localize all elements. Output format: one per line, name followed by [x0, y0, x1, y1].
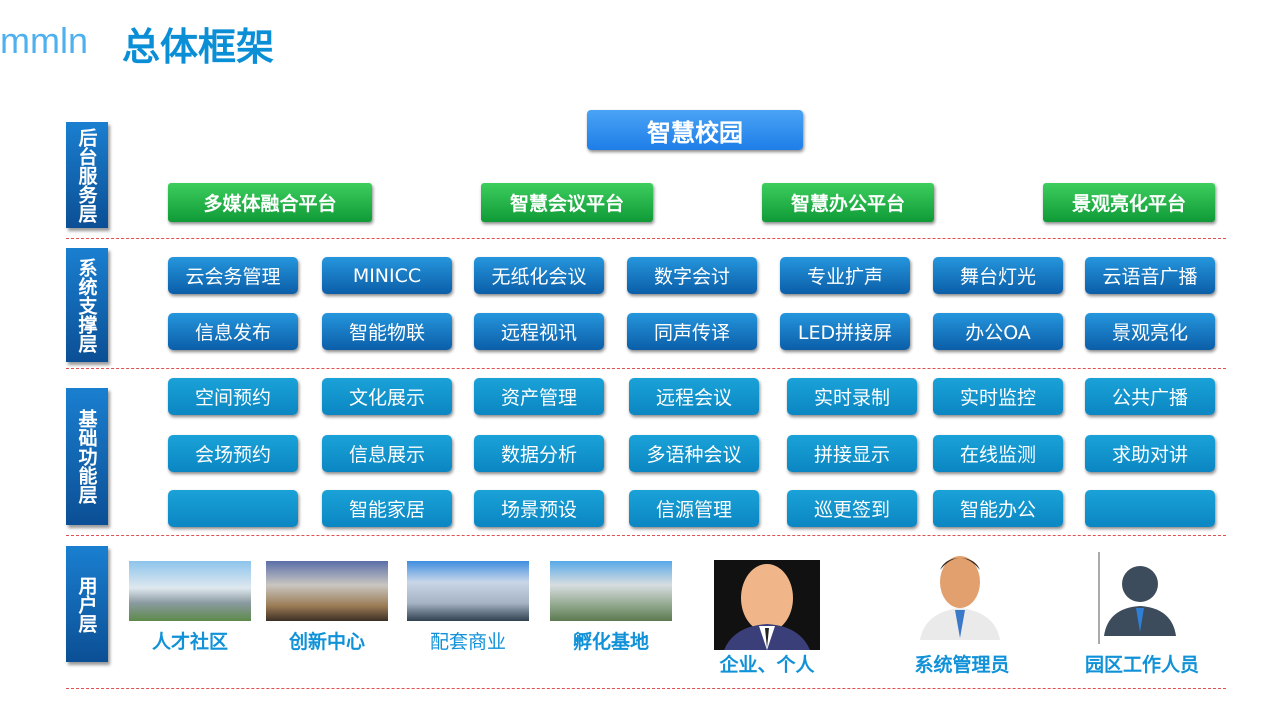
function-module-button[interactable] — [1085, 490, 1215, 527]
function-module-button[interactable]: 智能家居 — [322, 490, 452, 527]
function-module-button[interactable] — [168, 490, 298, 527]
layer-label-user: 用户层 — [66, 546, 108, 662]
person-caption: 企业、个人 — [719, 654, 815, 676]
function-module-button[interactable]: 实时监控 — [933, 378, 1063, 415]
function-module-button[interactable]: 巡更签到 — [787, 490, 917, 527]
platform-multimedia[interactable]: 多媒体融合平台 — [168, 183, 372, 222]
system-module-button[interactable]: 办公OA — [933, 313, 1063, 350]
function-module-button[interactable]: 公共广播 — [1085, 378, 1215, 415]
system-module-button[interactable]: 舞台灯光 — [933, 257, 1063, 294]
smart-campus-label: 智慧校园 — [587, 110, 803, 150]
function-module-button[interactable]: 数据分析 — [474, 435, 604, 472]
place-caption: 孵化基地 — [572, 631, 649, 653]
function-module-button[interactable]: 智能办公 — [933, 490, 1063, 527]
place-caption: 人才社区 — [151, 631, 228, 653]
function-module-button[interactable]: 信源管理 — [629, 490, 759, 527]
system-module-button[interactable]: 同声传译 — [627, 313, 757, 350]
system-module-button[interactable]: 智能物联 — [322, 313, 452, 350]
system-module-button[interactable]: 数字会讨 — [627, 257, 757, 294]
platform-office[interactable]: 智慧办公平台 — [762, 183, 934, 222]
layer-label-backend: 后台服务层 — [66, 122, 108, 228]
function-module-button[interactable]: 多语种会议 — [629, 435, 759, 472]
enterprise-person-icon — [714, 560, 820, 650]
page-title: 总体框架 — [122, 25, 275, 69]
person-caption: 系统管理员 — [914, 654, 1010, 676]
function-module-button[interactable]: 拼接显示 — [787, 435, 917, 472]
system-module-button[interactable]: 景观亮化 — [1085, 313, 1215, 350]
system-module-button[interactable]: MINICC — [322, 257, 452, 294]
layer-label-function: 基础功能层 — [66, 388, 108, 525]
place-caption: 创新中心 — [288, 631, 365, 653]
divider — [66, 535, 1226, 536]
system-module-button[interactable]: 专业扩声 — [780, 257, 910, 294]
function-module-button[interactable]: 实时录制 — [787, 378, 917, 415]
divider — [66, 238, 1226, 239]
function-module-button[interactable]: 资产管理 — [474, 378, 604, 415]
system-module-button[interactable]: 无纸化会议 — [474, 257, 604, 294]
innovation-center-image — [266, 561, 388, 621]
layer-label-system: 系统支撑层 — [66, 248, 108, 362]
platform-landscape[interactable]: 景观亮化平台 — [1043, 183, 1215, 222]
divider — [66, 368, 1226, 369]
logo-text: mmln — [0, 20, 88, 61]
platform-meeting[interactable]: 智慧会议平台 — [481, 183, 653, 222]
talent-community-image — [129, 561, 251, 621]
function-module-button[interactable]: 远程会议 — [629, 378, 759, 415]
function-module-button[interactable]: 会场预约 — [168, 435, 298, 472]
staff-person-icon — [1098, 552, 1176, 644]
function-module-button[interactable]: 文化展示 — [322, 378, 452, 415]
incubator-image — [550, 561, 672, 621]
system-module-button[interactable]: 远程视讯 — [474, 313, 604, 350]
system-module-button[interactable]: 云会务管理 — [168, 257, 298, 294]
place-caption: 配套商业 — [429, 631, 506, 653]
system-module-button[interactable]: 云语音广播 — [1085, 257, 1215, 294]
function-module-button[interactable]: 求助对讲 — [1085, 435, 1215, 472]
function-module-button[interactable]: 信息展示 — [322, 435, 452, 472]
system-module-button[interactable]: LED拼接屏 — [780, 313, 910, 350]
admin-person-icon — [920, 556, 1000, 640]
person-caption: 园区工作人员 — [1084, 654, 1199, 676]
function-module-button[interactable]: 空间预约 — [168, 378, 298, 415]
commercial-image — [407, 561, 529, 621]
function-module-button[interactable]: 场景预设 — [474, 490, 604, 527]
divider — [66, 688, 1226, 689]
function-module-button[interactable]: 在线监测 — [933, 435, 1063, 472]
system-module-button[interactable]: 信息发布 — [168, 313, 298, 350]
